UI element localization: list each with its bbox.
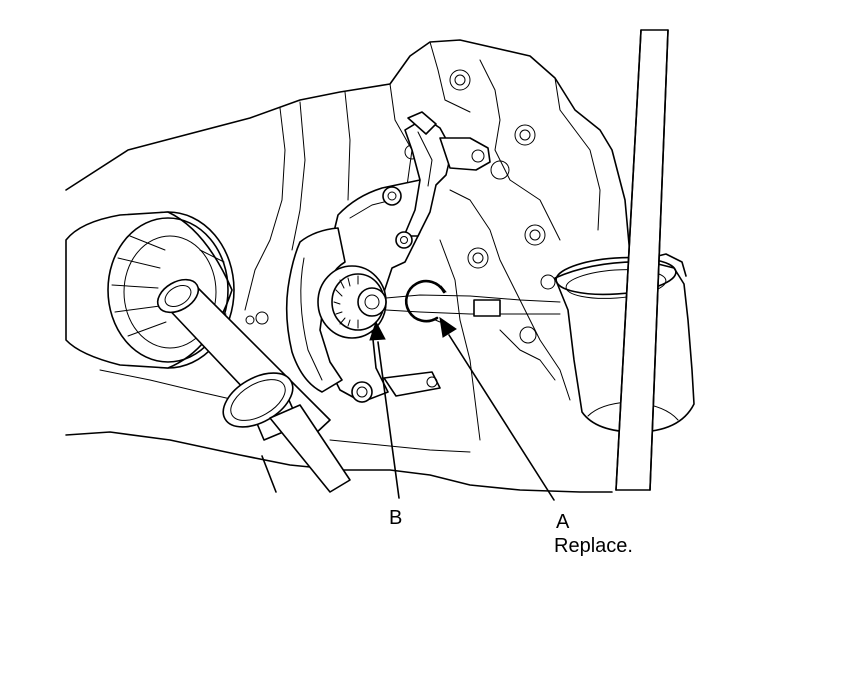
vertical-tube bbox=[615, 29, 669, 491]
splined-shaft bbox=[317, 265, 561, 339]
vehicle-body bbox=[65, 369, 613, 493]
callout-b-letter: B bbox=[389, 507, 402, 529]
leader-line-b bbox=[377, 341, 400, 499]
transmission-housing bbox=[65, 39, 631, 441]
shift-fork-assembly bbox=[285, 111, 491, 403]
driveshaft bbox=[156, 278, 351, 493]
leader-arrow-a bbox=[439, 316, 457, 338]
snap-ring bbox=[404, 279, 447, 323]
leader-line-a bbox=[448, 334, 555, 501]
callout-a-note: Replace. bbox=[554, 535, 633, 557]
callout-a-letter: A bbox=[556, 511, 570, 533]
leader-lines bbox=[369, 316, 555, 501]
leader-arrow-b bbox=[369, 320, 386, 341]
shaft-splines bbox=[333, 275, 359, 329]
callout-labels: B A Replace. bbox=[389, 507, 633, 557]
